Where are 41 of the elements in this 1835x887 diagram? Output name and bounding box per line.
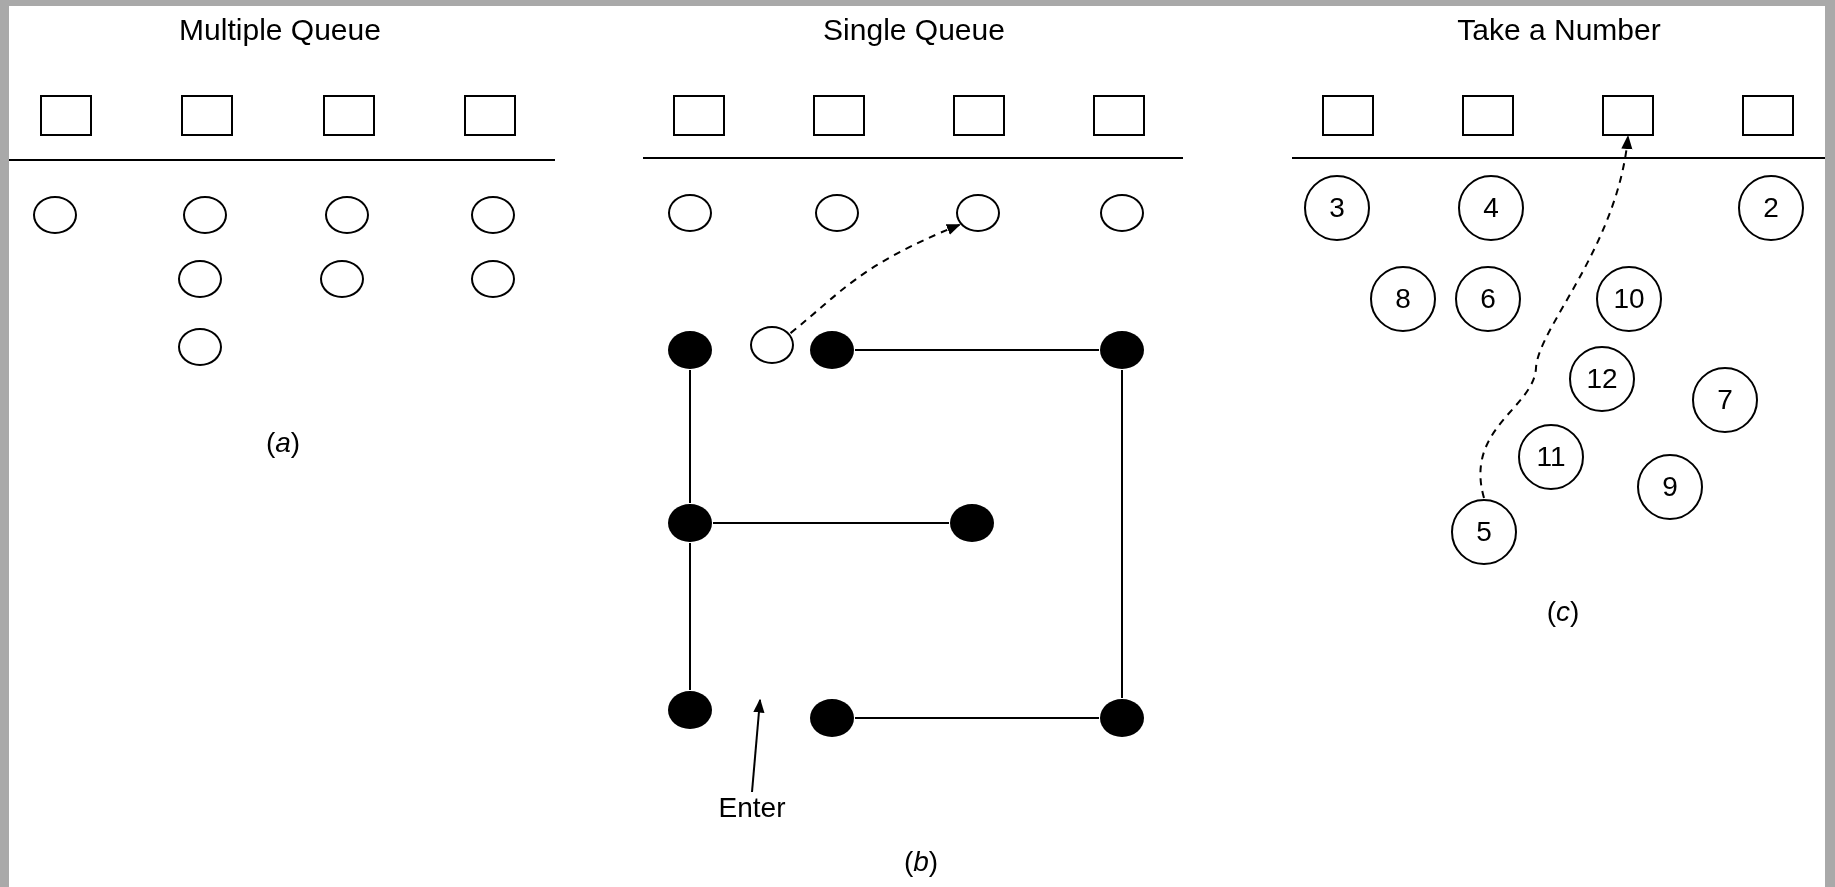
customer-circle xyxy=(320,260,364,298)
dashed-arrow xyxy=(789,223,961,335)
panel-title: Take a Number xyxy=(1457,15,1661,45)
dashed-arrow xyxy=(1479,135,1632,499)
panel-title: Single Queue xyxy=(823,15,1005,45)
server-box xyxy=(1742,94,1794,136)
customer-circle xyxy=(956,194,1000,232)
server-box xyxy=(1093,94,1145,136)
customer-circle xyxy=(815,194,859,232)
server-box xyxy=(813,94,865,136)
rope-line xyxy=(854,717,1100,719)
server-box xyxy=(1602,94,1654,136)
server-box xyxy=(1322,94,1374,136)
panel-caption: (b) xyxy=(903,848,939,876)
server-box xyxy=(181,94,233,136)
customer-circle xyxy=(750,326,794,364)
customer-circle xyxy=(178,260,222,298)
rope-line xyxy=(689,369,691,504)
arrow xyxy=(751,698,765,793)
customer-circle xyxy=(183,196,227,234)
panel-caption: (a) xyxy=(265,429,301,457)
customer-circle xyxy=(178,328,222,366)
server-box xyxy=(1462,94,1514,136)
panel-caption: (c) xyxy=(1546,598,1580,626)
customer-circle xyxy=(325,196,369,234)
server-box xyxy=(673,94,725,136)
customer-circle xyxy=(668,194,712,232)
server-box xyxy=(40,94,92,136)
server-box xyxy=(953,94,1005,136)
customer-circle xyxy=(33,196,77,234)
rope-line xyxy=(689,542,691,691)
customer-circle xyxy=(471,196,515,234)
customer-circle xyxy=(471,260,515,298)
server-box xyxy=(464,94,516,136)
customer-circle xyxy=(1100,194,1144,232)
panel-title: Multiple Queue xyxy=(179,15,381,45)
rope-line xyxy=(854,349,1100,351)
server-box xyxy=(323,94,375,136)
rope-line xyxy=(1121,369,1123,699)
rope-line xyxy=(712,522,950,524)
entrance-label: Enter xyxy=(707,788,797,828)
